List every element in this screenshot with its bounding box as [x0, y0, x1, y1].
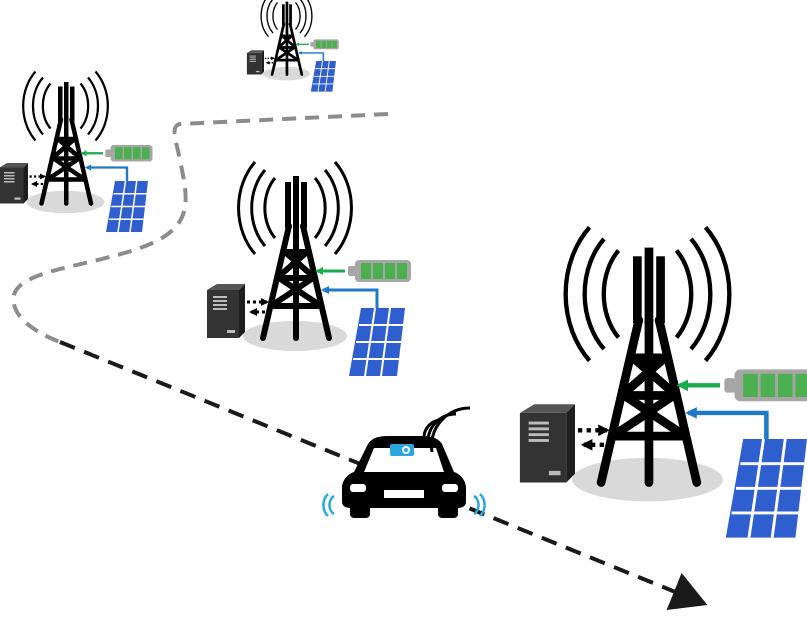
base-station-left: [0, 72, 153, 233]
car-radio-waves-icon: [422, 406, 471, 453]
route-path-upper: [11, 112, 389, 344]
wheel-signal-icon: [322, 493, 486, 517]
base-station-right: [520, 227, 807, 537]
base-station-top: [247, 0, 339, 92]
vehicle-icon: [322, 406, 486, 518]
base-station-middle: [207, 162, 411, 376]
camera-icon: [390, 444, 414, 456]
